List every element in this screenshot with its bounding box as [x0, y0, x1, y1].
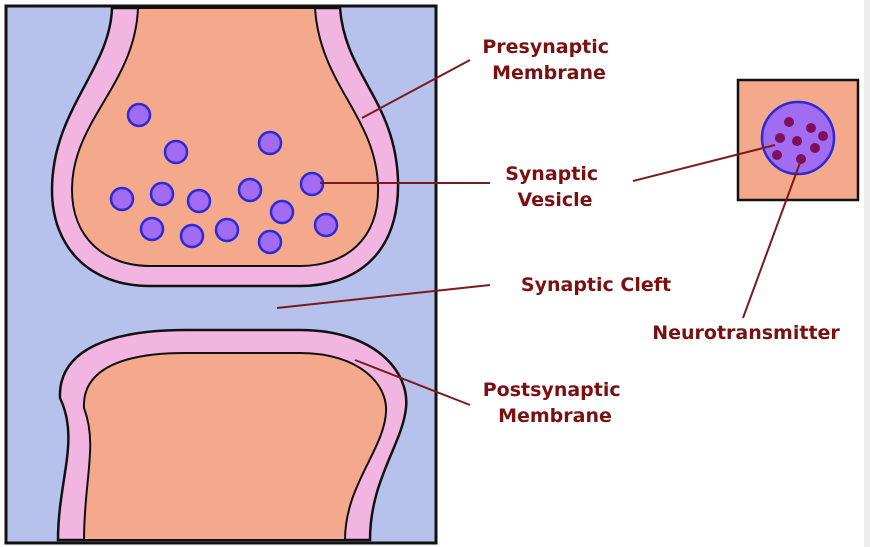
vesicle: [165, 141, 187, 163]
vesicle: [128, 104, 150, 126]
neurotransmitter-dot: [810, 143, 820, 153]
postsynaptic-label-line-2: Membrane: [498, 405, 612, 427]
presynaptic-label-line-2: Membrane: [492, 62, 606, 84]
neurotransmitter-dot: [792, 136, 802, 146]
vesicle-label: Synaptic Vesicle: [505, 163, 605, 211]
vesicle: [111, 188, 133, 210]
vesicle: [188, 190, 210, 212]
vesicle: [151, 183, 173, 205]
postsynaptic-label: Postsynaptic Membrane: [483, 379, 628, 427]
neurotransmitter-dot: [772, 150, 782, 160]
postsynaptic-label-line-1: Postsynaptic: [483, 379, 621, 401]
vesicle: [259, 132, 281, 154]
cleft-label: Synaptic Cleft: [521, 274, 671, 296]
vesicle-label-line-1: Synaptic: [505, 163, 598, 185]
neurotransmitter-dot: [818, 131, 828, 141]
vesicle: [216, 219, 238, 241]
vesicle: [141, 218, 163, 240]
vesicle: [181, 225, 203, 247]
vesicle: [259, 231, 281, 253]
right-edge-strip: [864, 0, 870, 547]
neurotransmitter-dot: [775, 133, 785, 143]
neurotransmitter-dot: [784, 117, 794, 127]
vesicle: [239, 179, 261, 201]
presynaptic-label: Presynaptic Membrane: [482, 36, 615, 84]
vesicle-label-line-2: Vesicle: [517, 189, 592, 211]
neurotransmitter-label: Neurotransmitter: [652, 322, 840, 344]
presynaptic-label-line-1: Presynaptic: [482, 36, 609, 58]
vesicle: [271, 201, 293, 223]
neurotransmitter-dot: [806, 123, 816, 133]
vesicle: [315, 214, 337, 236]
postsynaptic-terminal: [84, 353, 386, 540]
vesicle: [301, 173, 323, 195]
